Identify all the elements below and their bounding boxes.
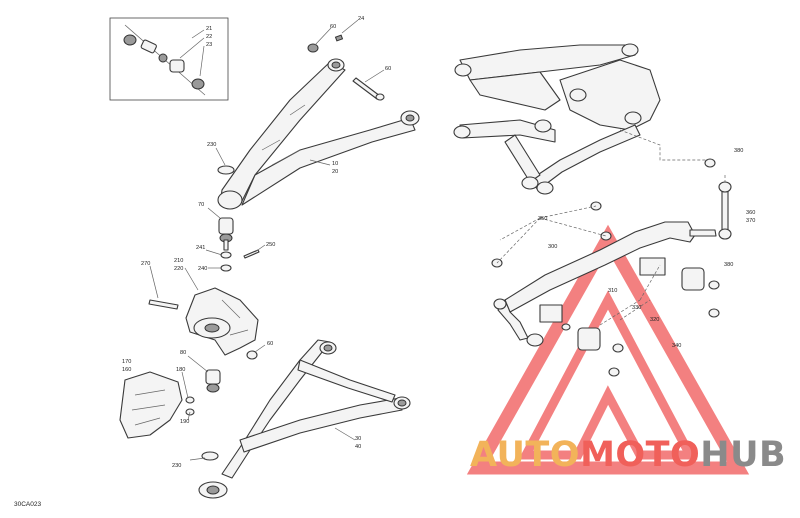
diagram-code: 30CA023 [14,501,41,508]
lower-a-arm [198,339,411,499]
watermark-moto: MOTO [580,435,700,475]
callout-300: 300 [548,244,557,250]
callout-320: 320 [650,317,659,323]
callout-340: 340 [672,343,681,349]
upper-a-arm [217,58,420,210]
callout-240: 240 [198,266,207,272]
watermark-text: AUTOMOTOHUB [470,435,786,475]
skid-plate [119,371,195,439]
watermark-auto: AUTO [470,435,580,475]
ball-joint-lower [205,369,221,393]
inset-label-21: 21 [206,26,212,32]
bushing-icon [123,34,137,46]
callout-10: 10 [332,161,338,167]
callout-230-upper: 230 [207,142,216,148]
sway-bar-assembly [491,158,732,377]
callout-350: 350 [538,216,547,222]
callout-24: 24 [358,16,364,22]
callout-170: 170 [122,359,131,365]
bushing-housing-icon [169,59,185,73]
sleeve-icon [140,39,157,54]
callout-60-nut: 60 [330,24,336,30]
callout-380-side: 380 [724,262,733,268]
callout-220: 220 [174,266,183,272]
svg-text:AUTOMOTOHUB: AUTOMOTOHUB [470,435,786,475]
callout-370: 370 [746,218,755,224]
callout-241: 241 [196,245,205,251]
callout-270: 270 [141,261,150,267]
callout-380-top: 380 [734,148,743,154]
callout-70: 70 [198,202,204,208]
callout-250: 250 [266,242,275,248]
callout-60-knuckle: 60 [267,341,273,347]
inset-label-23: 23 [206,42,212,48]
watermark-logo [466,224,750,475]
callout-180: 180 [176,367,185,373]
callout-labels: 60 24 60 230 10 20 70 241 250 270 210 22… [122,16,755,469]
callout-310: 310 [608,288,617,294]
callout-20: 20 [332,169,338,175]
callout-160: 160 [122,367,131,373]
bushing-end-icon [191,78,205,90]
callout-360: 360 [746,210,755,216]
inset-label-22: 22 [206,34,212,40]
rear-subframe [453,43,661,195]
steering-knuckle [148,287,259,360]
washer-icon [158,53,168,63]
callout-40: 40 [355,444,361,450]
callout-210: 210 [174,258,183,264]
callout-60-bolt: 60 [385,66,391,72]
watermark-hub: HUB [700,435,786,475]
callout-190: 190 [180,419,189,425]
callout-230-lower: 230 [172,463,181,469]
callout-30: 30 [355,436,361,442]
upper-arm-fasteners [307,34,385,101]
callout-330: 330 [632,305,641,311]
leader-lines [149,19,385,461]
dashed-leaders [496,129,726,326]
callout-80: 80 [180,350,186,356]
inset-hardware-box: 21 22 23 [109,17,229,101]
